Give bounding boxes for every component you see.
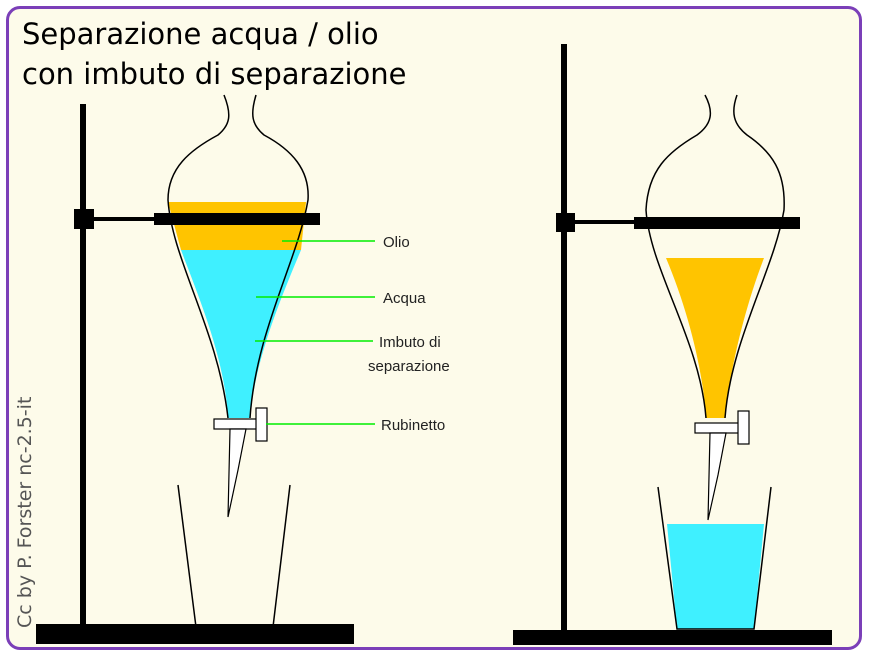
label-rubinetto: Rubinetto xyxy=(381,417,445,434)
left-stand-base xyxy=(36,624,354,644)
left-water-layer xyxy=(181,250,301,418)
left-apparatus xyxy=(36,94,354,644)
right-stopcock-body xyxy=(694,422,740,434)
right-apparatus xyxy=(513,44,832,645)
right-funnel-stem xyxy=(707,432,727,521)
left-beaker xyxy=(177,484,291,628)
right-clamp-knob xyxy=(556,213,575,232)
right-clamp-ring xyxy=(634,217,800,229)
right-beaker-water xyxy=(667,524,764,629)
left-funnel-outline xyxy=(167,94,230,419)
title-line-2: con imbuto di separazione xyxy=(22,57,407,91)
label-imbuto-line-1: Imbuto di xyxy=(379,334,441,351)
right-funnel-outline xyxy=(645,94,712,419)
diagram-title: Separazione acqua / olio con imbuto di s… xyxy=(22,14,406,94)
right-stand-base xyxy=(513,630,832,645)
right-stopcock-handle xyxy=(737,410,750,445)
left-stopcock-handle xyxy=(255,407,268,442)
left-clamp-ring xyxy=(154,213,320,225)
left-stand-rod xyxy=(80,104,86,626)
left-stopcock-body xyxy=(213,418,259,430)
label-olio: Olio xyxy=(383,234,410,251)
left-oil-layer xyxy=(168,202,306,250)
right-stand-rod xyxy=(561,44,567,632)
left-funnel-stem xyxy=(227,428,247,518)
label-imbuto-line-2: separazione xyxy=(368,358,450,375)
right-beaker xyxy=(657,486,772,630)
right-funnel-outline-right xyxy=(724,94,785,419)
right-oil-layer xyxy=(666,258,764,418)
title-line-1: Separazione acqua / olio xyxy=(22,17,379,51)
leader-lines xyxy=(255,240,375,425)
left-clamp-knob xyxy=(74,209,94,229)
left-funnel-outline-right xyxy=(249,94,309,419)
label-acqua: Acqua xyxy=(383,290,426,307)
